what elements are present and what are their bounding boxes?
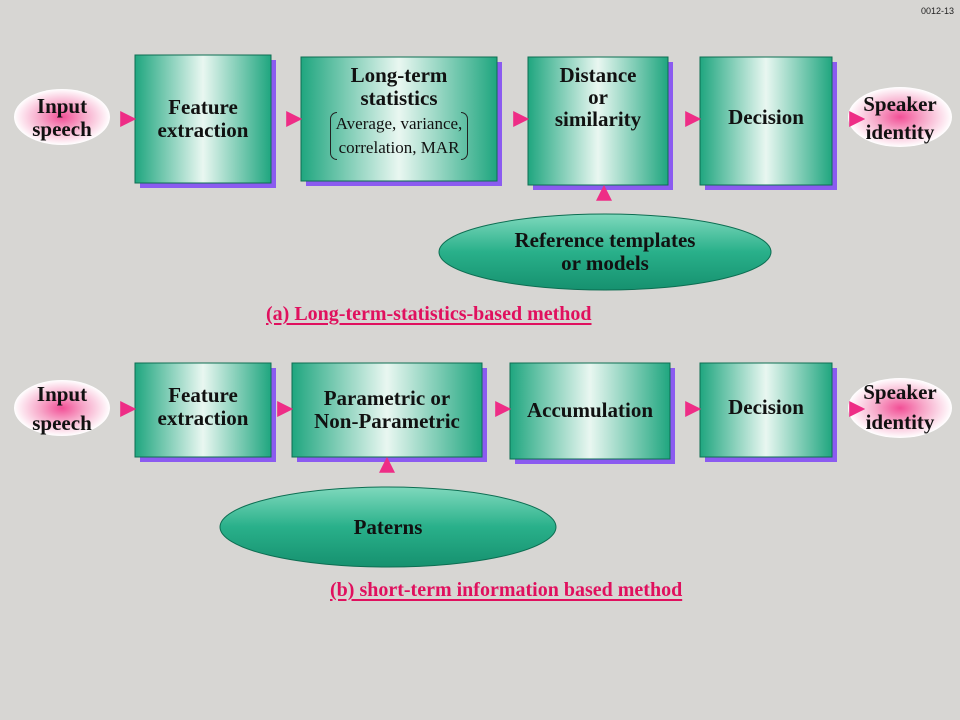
accumulation-box-b xyxy=(509,362,671,460)
feature-extraction-label-a: Feature extraction xyxy=(157,95,249,142)
caption-b: (b) short-term information based method xyxy=(330,579,683,601)
reference-templates-label: Reference templates or models xyxy=(514,228,696,275)
feature-extraction-box-b xyxy=(134,362,272,458)
distance-label-a: Distance or similarity xyxy=(554,63,642,131)
speaker-identity-label-a: Speaker identity xyxy=(863,92,937,144)
feature-extraction-label-b: Feature extraction xyxy=(157,383,249,430)
decision-label-a: Decision xyxy=(728,104,804,129)
speaker-identity-ellipse-a xyxy=(848,87,952,147)
feature-extraction-box-a xyxy=(134,54,272,184)
reference-templates-ellipse xyxy=(438,213,772,291)
accumulation-label-b: Accumulation xyxy=(527,397,653,422)
distance-box-a xyxy=(527,56,669,186)
parametric-box-b xyxy=(291,362,483,458)
decision-box-a xyxy=(699,56,833,186)
input-speech-ellipse-a xyxy=(14,89,110,145)
caption-a: (a) Long-term-statistics-based method xyxy=(266,303,592,325)
longterm-subtext: Average, variance, correlation, MAR xyxy=(329,112,469,160)
speaker-identity-label-b: Speaker identity xyxy=(863,380,937,434)
speaker-identity-ellipse-b xyxy=(848,378,952,438)
slide-id: 0012-13 xyxy=(920,6,954,16)
input-speech-ellipse-b xyxy=(14,380,110,436)
patterns-ellipse xyxy=(219,486,557,568)
input-speech-label-b: Input speech xyxy=(32,382,92,435)
input-speech-label-a: Input speech xyxy=(32,94,92,141)
longterm-statistics-label-a: Long-term statistics Average, variance, … xyxy=(301,64,497,174)
patterns-label: Paterns xyxy=(353,514,423,539)
decision-box-b xyxy=(699,362,833,458)
decision-label-b: Decision xyxy=(728,394,804,419)
parametric-label-b: Parametric or Non-Parametric xyxy=(314,386,460,433)
